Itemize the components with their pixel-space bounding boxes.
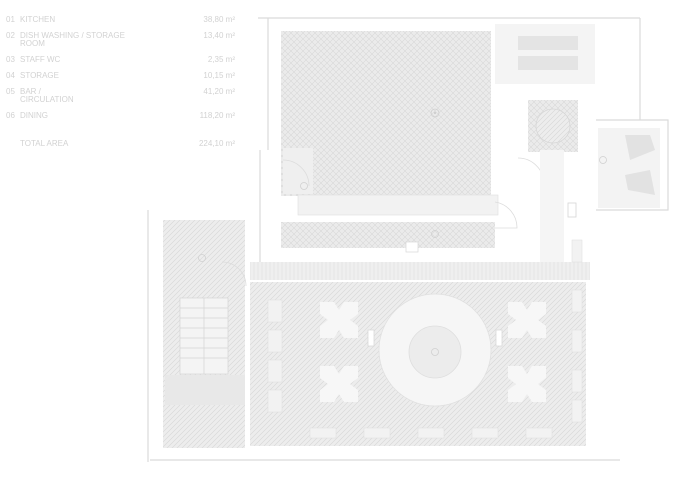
legend-row: 01 KITCHEN 38,80 m² [6,16,241,28]
staircase [179,297,229,375]
right-wc-fixtures [625,135,655,195]
legend-total-label: TOTAL AREA [20,139,69,148]
exterior-walls [147,17,669,462]
stair-door-swing [221,261,247,287]
kitchen-marker-dot [433,111,437,115]
small-columns [367,329,503,347]
wall-seating [267,239,583,439]
legend-room-area: 118,20 m² [199,111,235,120]
legend-total-row: TOTAL AREA 224,10 m² [6,140,241,152]
dining-marker [431,348,439,356]
legend-number: 02 [6,31,15,40]
kitchen-room [281,31,491,196]
legend-room-area: 13,40 m² [203,31,235,40]
bar-counter [405,241,419,253]
kitchen-marker [430,108,440,118]
stair-hall-marker [198,254,206,262]
wc-door-swing [282,159,310,187]
legend-row: 05 BAR / CIRCULATION 41,20 m² [6,87,241,104]
cross-tables [320,302,546,402]
storage-drum [535,108,571,144]
legend-row: 06 DINING 118,20 m² [6,112,241,124]
legend-number: 01 [6,15,15,24]
legend-row: 02 DISH WASHING / STORAGE ROOM 13,40 m² [6,31,241,48]
bar-circulation-area [250,262,590,280]
legend-room-area: 10,15 m² [203,71,235,80]
dishwashing-room [495,24,595,84]
legend-room-name: BAR / CIRCULATION [20,87,74,104]
legend-room-name: KITCHEN [20,15,56,24]
stair-landing [165,375,245,405]
legend-room-name: DISH WASHING / STORAGE ROOM [20,31,125,48]
legend-row: 04 STORAGE 10,15 m² [6,72,241,84]
legend-number: 04 [6,71,15,80]
service-door [567,202,577,218]
staff-wc-room [283,148,313,194]
legend-room-area: 38,80 m² [203,15,235,24]
legend-room-name: DINING [20,111,48,120]
legend-row: 03 STAFF WC 2,35 m² [6,56,241,68]
storage-door-swing [494,201,518,229]
legend-number: 05 [6,87,15,96]
kitchen-pass [297,194,499,216]
right-wc-marker [599,156,607,164]
legend-room-name: STAFF WC [20,55,61,64]
dishwashing-equipment [518,36,578,70]
storage-04-marker [431,230,439,238]
storage-04-room [281,222,495,248]
wc-marker [300,182,308,190]
corridor [540,150,564,262]
legend-number: 06 [6,111,15,120]
legend-room-area: 2,35 m² [207,55,235,64]
legend-room-name: STORAGE [20,71,59,80]
legend-room-area: 41,20 m² [203,87,235,96]
round-table-center [408,325,462,379]
legend-total-area: 224,10 m² [198,139,235,148]
legend-number: 03 [6,55,15,64]
